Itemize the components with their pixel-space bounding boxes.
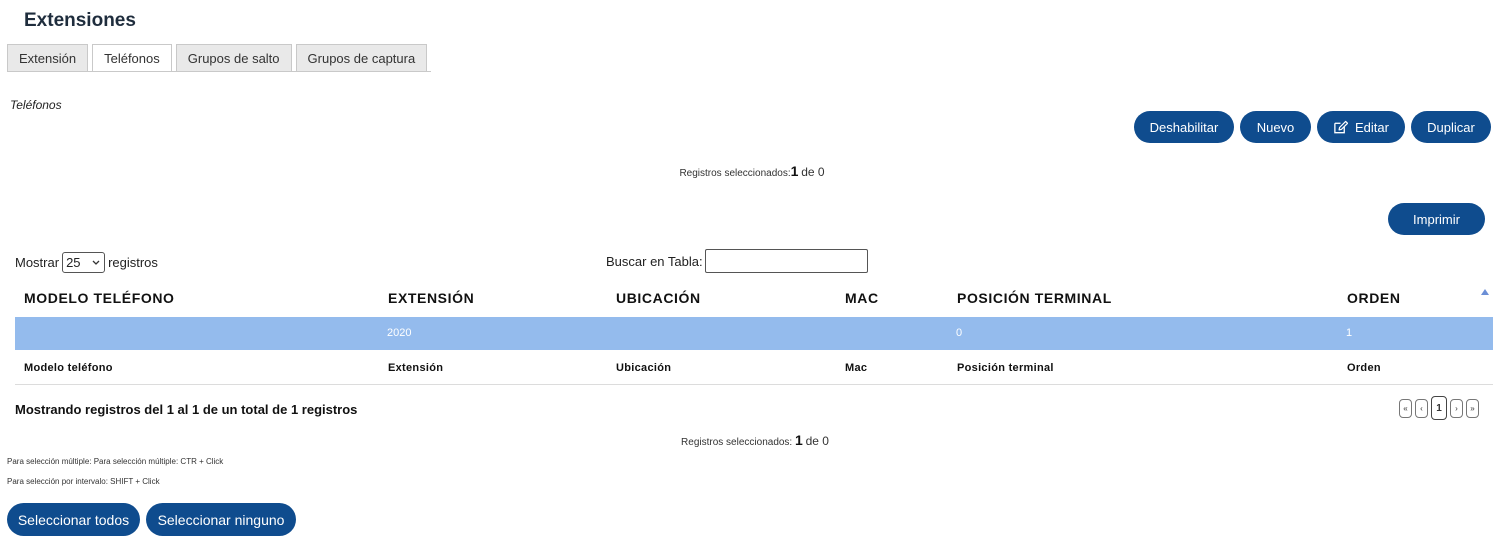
interval-select-hint: Para selección por intervalo: SHIFT + Cl…	[7, 477, 160, 486]
multi-select-hint: Para selección múltiple: Para selección …	[7, 457, 224, 466]
selected-count-suffix: de 0	[801, 165, 825, 179]
column-header-extension[interactable]: EXTENSIÓN	[388, 290, 475, 306]
search-label: Buscar en Tabla:	[606, 253, 703, 269]
tab-telefonos[interactable]: Teléfonos	[92, 44, 172, 72]
cell-orden: 1	[1346, 327, 1353, 339]
selected-count-prefix: Registros seleccionados:	[679, 168, 791, 179]
column-footer-mac: Mac	[845, 362, 868, 374]
prev-page-button[interactable]: ‹	[1415, 398, 1428, 418]
edit-icon	[1334, 120, 1349, 133]
column-footer-extension: Extensión	[388, 362, 444, 374]
tab-bar: Extensión Teléfonos Grupos de salto Grup…	[7, 44, 428, 72]
page-title: Extensiones	[24, 10, 136, 31]
page-1-button[interactable]: 1	[1431, 396, 1447, 420]
column-footer-modelo: Modelo teléfono	[24, 362, 113, 374]
selected-count-bottom-prefix: Registros seleccionados:	[681, 437, 793, 448]
search-input[interactable]	[704, 249, 868, 273]
table-bottom-divider	[15, 384, 1493, 385]
next-page-button[interactable]: ›	[1450, 398, 1463, 418]
page-size-value: 25	[66, 255, 81, 270]
column-footer-posicion: Posición terminal	[957, 362, 1054, 374]
selected-count-top: Registros seleccionados:1 de 0	[552, 163, 952, 179]
first-page-button[interactable]: «	[1399, 398, 1412, 418]
edit-button-label: Editar	[1355, 119, 1389, 135]
column-header-ubicacion[interactable]: UBICACIÓN	[616, 290, 701, 306]
edit-button[interactable]: Editar	[1317, 111, 1405, 143]
selected-count-bottom: Registros seleccionados: 1 de 0	[555, 432, 955, 448]
select-all-button[interactable]: Seleccionar todos	[7, 503, 140, 536]
selected-count-bottom-suffix: de 0	[805, 434, 829, 448]
length-prefix: Mostrar	[15, 255, 60, 270]
column-header-posicion[interactable]: POSICIÓN TERMINAL	[957, 290, 1112, 306]
pagination: « ‹ 1 › »	[1399, 396, 1479, 420]
tab-extension[interactable]: Extensión	[7, 44, 89, 71]
duplicate-button[interactable]: Duplicar	[1411, 111, 1491, 143]
chevron-down-icon	[92, 260, 100, 265]
table-row[interactable]: 2020 0 1	[15, 317, 1493, 350]
new-button[interactable]: Nuevo	[1240, 111, 1311, 143]
select-none-button[interactable]: Seleccionar ninguno	[146, 503, 296, 536]
disable-button[interactable]: Deshabilitar	[1134, 111, 1234, 143]
page-size-select[interactable]: 25	[62, 252, 106, 273]
column-header-orden[interactable]: ORDEN	[1347, 290, 1401, 306]
search-control: Buscar en Tabla:	[606, 249, 868, 273]
column-footer-orden: Orden	[1347, 362, 1381, 374]
tab-divider	[7, 71, 431, 72]
section-title: Teléfonos	[10, 98, 62, 112]
tab-grupos-de-salto[interactable]: Grupos de salto	[175, 44, 292, 71]
column-header-modelo[interactable]: MODELO TELÉFONO	[24, 290, 175, 306]
print-button[interactable]: Imprimir	[1388, 203, 1485, 235]
length-suffix: registros	[108, 255, 158, 270]
sort-ascending-icon[interactable]	[1481, 289, 1489, 295]
cell-posicion: 0	[956, 327, 963, 339]
last-page-button[interactable]: »	[1466, 398, 1479, 418]
column-header-mac[interactable]: MAC	[845, 290, 879, 306]
selected-count-value: 1	[790, 163, 799, 179]
column-footer-ubicacion: Ubicación	[616, 362, 672, 374]
selected-count-bottom-value: 1	[795, 432, 803, 448]
length-control: Mostrar 25 registros	[15, 252, 158, 273]
table-info: Mostrando registros del 1 al 1 de un tot…	[15, 402, 358, 417]
cell-extension: 2020	[387, 327, 412, 339]
tab-grupos-de-captura[interactable]: Grupos de captura	[295, 44, 428, 71]
